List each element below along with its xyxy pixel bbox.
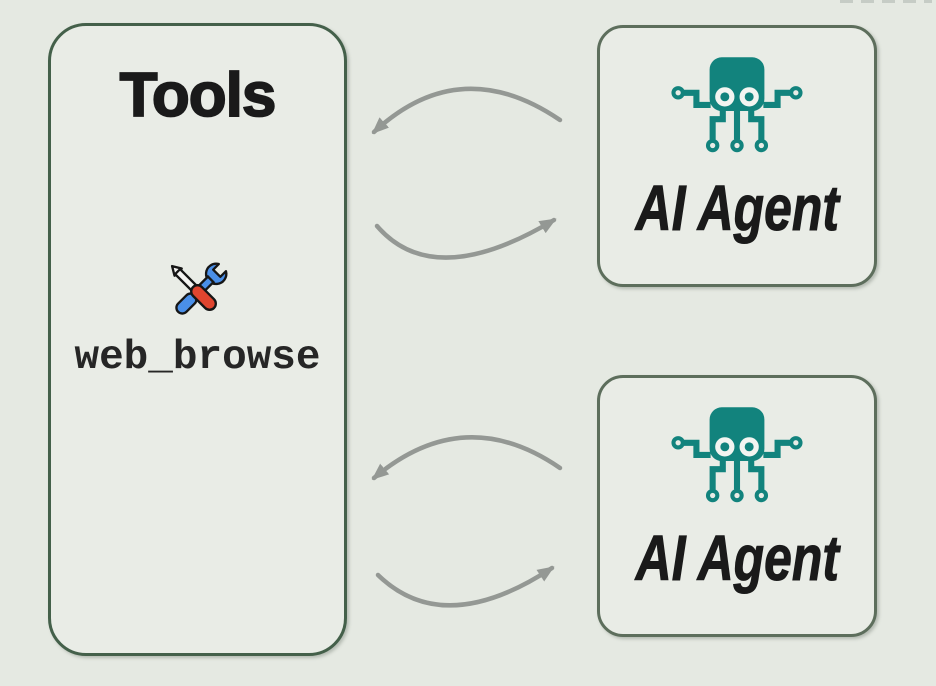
ai-agent-box-1: AI Agent bbox=[597, 25, 877, 287]
screwdriver-icon bbox=[170, 264, 217, 311]
arrow-agent1-to-tools bbox=[371, 86, 563, 135]
clipped-text-artifact bbox=[840, 0, 932, 3]
tools-box-title: Tools bbox=[119, 60, 278, 131]
circuit-octopus-icon bbox=[671, 57, 803, 153]
ai-agent-box-2: AI Agent bbox=[597, 375, 877, 637]
arrow-tools-to-agent1 bbox=[374, 217, 557, 260]
screwdriver-wrench-icon bbox=[170, 262, 227, 315]
arrow-agent2-to-tools bbox=[371, 435, 563, 481]
tools-box: Tools web_browse bbox=[48, 23, 347, 656]
arrow-tools-to-agent2 bbox=[375, 565, 555, 608]
ai-agent-label: AI Agent bbox=[635, 172, 839, 244]
ai-agent-label: AI Agent bbox=[635, 522, 839, 594]
tool-name-label: web_browse bbox=[74, 335, 321, 381]
circuit-octopus-icon bbox=[671, 407, 803, 503]
